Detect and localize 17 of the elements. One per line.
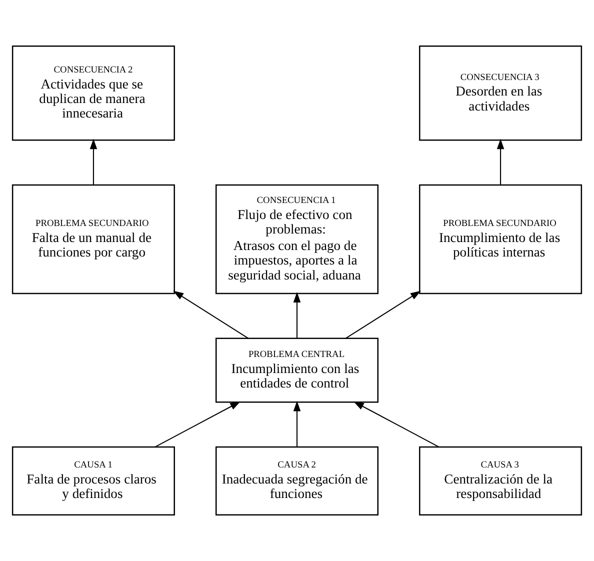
- arrow: [173, 290, 249, 339]
- arrow: [155, 401, 241, 448]
- arrow: [293, 292, 301, 338]
- node-box: CAUSA 3 Centralización de la responsabilidad: [419, 446, 582, 516]
- arrow: [353, 401, 439, 448]
- node-box: CONSECUENCIA 1 Flujo de efectivo con problemas: Atrasos con el pago de impuestos, aportes a la seguridad social, aduana: [215, 184, 379, 294]
- arrow: [345, 290, 421, 339]
- node-box: CAUSA 2 Inadecuada segregación de funciones: [215, 446, 379, 516]
- arrow: [90, 138, 98, 185]
- node-box: CONSECUENCIA 2 Actividades que se duplican de manera innecesaria: [12, 46, 175, 141]
- node-box: CONSECUENCIA 3 Desorden en las actividades: [419, 46, 582, 141]
- node-box: PROBLEMA SECUNDARIO Incumplimiento de las políticas internas: [419, 184, 582, 294]
- node-box: PROBLEMA SECUNDARIO Falta de un manual de funciones por cargo: [12, 184, 175, 294]
- node-box: CAUSA 1 Falta de procesos claros y definidos: [12, 446, 175, 516]
- arrow: [293, 400, 301, 447]
- arrow: [496, 138, 504, 185]
- node-box: PROBLEMA CENTRAL Incumplimiento con las entidades de control: [215, 338, 379, 403]
